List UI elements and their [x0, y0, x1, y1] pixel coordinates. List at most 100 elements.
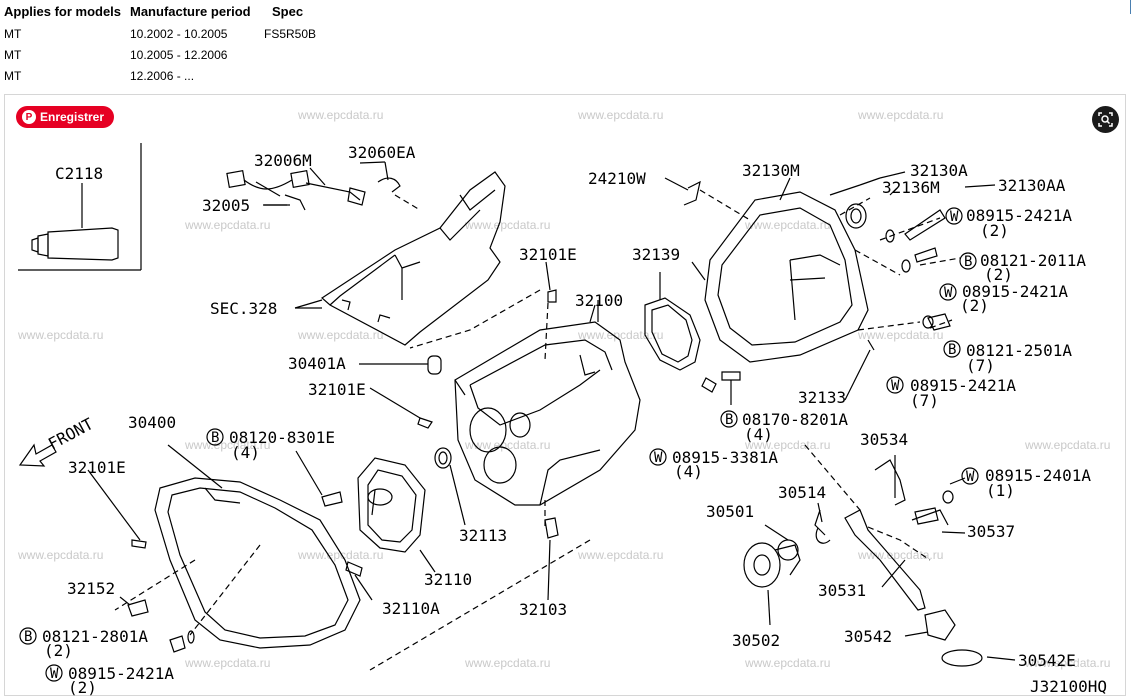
part-label: 32113 [459, 526, 507, 545]
part-label: 32103 [519, 600, 567, 619]
watermark: www.epcdata.ru [297, 328, 383, 342]
watermark: www.epcdata.ru [1024, 438, 1110, 452]
fasteners [119, 177, 1016, 661]
part-label: 08915-2421A [966, 206, 1072, 225]
quantity-label: (7) [910, 391, 939, 410]
part-label: 08915-2421A [68, 664, 174, 683]
assembly-lines [114, 217, 961, 671]
release-bearing [743, 524, 801, 626]
front-label: FRONT [45, 414, 97, 454]
part-label: 30502 [732, 631, 780, 650]
watermark: www.epcdata.ru [17, 328, 103, 342]
part-label: 30401A [288, 354, 346, 373]
part-label: 32136M [882, 178, 940, 197]
sensor-harness [226, 161, 401, 211]
header-models: Applies for models [4, 4, 122, 19]
part-label: 08121-2501A [966, 341, 1072, 360]
row-period: 12.2006 - ... [130, 69, 195, 83]
part-label: 30514 [778, 483, 826, 502]
part-label: 32130AA [998, 176, 1066, 195]
part-label: 30534 [860, 430, 908, 449]
visual-search-button[interactable] [1092, 106, 1119, 133]
rear-extension [699, 189, 921, 363]
watermark: www.epcdata.ru [744, 438, 830, 452]
pin-button-label: Enregistrer [40, 110, 105, 124]
part-label: 32101E [519, 245, 577, 264]
watermark: www.epcdata.ru [744, 218, 830, 232]
leader-lines [87, 161, 996, 541]
part-label: 30400 [128, 413, 176, 432]
watermark: www.epcdata.ru [1024, 656, 1110, 670]
part-label: 30531 [818, 581, 866, 600]
part-label: 30542E [1018, 651, 1076, 670]
part-label: 32152 [67, 579, 115, 598]
marker-letter: W [966, 469, 975, 485]
part-label: 24210W [588, 169, 646, 188]
oil-seal [434, 447, 466, 526]
part-label: 32100 [575, 291, 623, 310]
visual-search-icon [1098, 112, 1113, 127]
transmission-case [454, 302, 641, 506]
marker-letter: W [50, 666, 59, 682]
part-label: 32006M [254, 151, 312, 170]
part-label: 08121-2011A [980, 251, 1086, 270]
part-label: 08915-3381A [672, 448, 778, 467]
marker-letter: B [24, 629, 32, 645]
row-period: 10.2005 - 12.2006 [130, 48, 228, 62]
quantity-label: (4) [744, 425, 773, 444]
part-label: 32130M [742, 161, 800, 180]
row-model: MT [4, 48, 22, 62]
marker-letter: B [725, 412, 733, 428]
part-label: 30542 [844, 627, 892, 646]
watermark: www.epcdata.ru [857, 108, 943, 122]
part-label: 32101E [68, 458, 126, 477]
pinterest-save-button[interactable]: P Enregistrer [16, 106, 115, 128]
marker-letter: B [948, 342, 956, 358]
gasket [644, 272, 701, 371]
marker-letter: W [944, 285, 953, 301]
part-label: 30501 [706, 502, 754, 521]
watermark: www.epcdata.ru [857, 328, 943, 342]
part-label: 32060EA [348, 143, 416, 162]
part-label: 32139 [632, 245, 680, 264]
row-period: 10.2002 - 10.2005 [130, 27, 228, 41]
marker-letter: W [891, 378, 900, 394]
part-label: 08915-2401A [985, 466, 1091, 485]
watermark: www.epcdata.ru [744, 656, 830, 670]
c2118-inset [18, 143, 142, 271]
shift-cover [294, 171, 541, 349]
part-label: 08120-8301E [229, 428, 335, 447]
quantity-label: (2) [960, 296, 989, 315]
part-label: 08121-2801A [42, 627, 148, 646]
row-model: MT [4, 69, 22, 83]
watermark: www.epcdata.ru [464, 438, 550, 452]
withdrawal-lever [814, 455, 983, 667]
watermark: www.epcdata.ru [577, 108, 663, 122]
part-label: 30537 [967, 522, 1015, 541]
part-label: 32005 [202, 196, 250, 215]
part-label: 08915-2421A [910, 376, 1016, 395]
diagram-frame [4, 94, 1126, 696]
clutch-housing [154, 444, 361, 649]
marker-circles [19, 207, 979, 682]
quantity-label: (2) [44, 641, 73, 660]
watermark: www.epcdata.ru [577, 328, 663, 342]
header-period: Manufacture period [130, 4, 251, 19]
pinterest-icon: P [22, 110, 36, 124]
watermark: www.epcdata.ru [464, 656, 550, 670]
part-label: 32130A [910, 161, 968, 180]
quantity-label: (1) [986, 481, 1015, 500]
quantity-label: (2) [68, 678, 97, 697]
watermark: www.epcdata.ru [297, 108, 383, 122]
quantity-label: (4) [674, 462, 703, 481]
part-label: C2118 [55, 164, 103, 183]
marker-letter: W [654, 450, 663, 466]
header-spec: Spec [272, 4, 304, 19]
quantity-label: (4) [231, 443, 260, 462]
part-label: 32110A [382, 599, 440, 618]
diagram-code: J32100HQ [1030, 677, 1107, 696]
quantity-label: (7) [966, 356, 995, 375]
watermark: www.epcdata.ru [297, 548, 383, 562]
watermark: www.epcdata.ru [17, 548, 103, 562]
